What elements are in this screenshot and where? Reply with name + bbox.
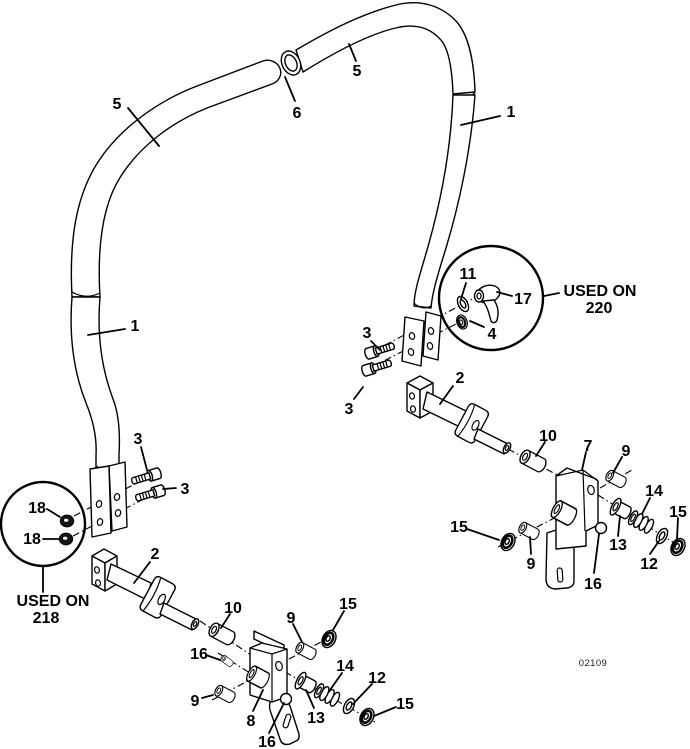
callout-7: 7 — [584, 438, 593, 455]
callout-1-right: 1 — [507, 104, 516, 121]
callout-9-left-lower: 9 — [191, 693, 200, 710]
callout-9-right-upper: 9 — [622, 443, 631, 460]
callout-16-left-bottom: 16 — [258, 734, 276, 749]
callout-15-left-lower: 15 — [396, 696, 414, 713]
callout-18-upper: 18 — [28, 500, 46, 517]
used-on-220-line2: 220 — [586, 300, 613, 317]
callout-12-right: 12 — [640, 556, 658, 573]
callout-3-right-bottom: 3 — [345, 401, 354, 418]
callout-labels: 5 6 5 1 1 3 3 2 11 17 4 10 7 9 14 15 15 … — [23, 63, 687, 749]
callout-15-right-inner: 15 — [450, 519, 468, 536]
callout-5-right: 5 — [353, 63, 362, 80]
right-leg-clevis — [401, 311, 442, 367]
left-leg-clevis — [89, 461, 128, 538]
callout-10-right: 10 — [539, 428, 557, 445]
used-on-218-line1: USED ON — [17, 593, 90, 610]
used-on-218-line2: 218 — [33, 610, 60, 627]
callout-3-left-side: 3 — [181, 481, 190, 498]
callout-17: 17 — [514, 291, 532, 308]
callout-10-left: 10 — [224, 600, 242, 617]
callout-16-left: 16 — [190, 646, 208, 663]
callout-18-lower: 18 — [23, 531, 41, 548]
callout-2-left: 2 — [151, 546, 160, 563]
detail-circle-220 — [437, 244, 545, 352]
callout-2-right: 2 — [456, 370, 465, 387]
callout-9-right-lower: 9 — [527, 556, 536, 573]
callout-3-right-top: 3 — [363, 325, 372, 342]
callout-1-left: 1 — [131, 318, 140, 335]
callout-6: 6 — [293, 105, 302, 122]
leader-used-on-220 — [543, 292, 560, 297]
callout-11: 11 — [460, 266, 477, 283]
part-6-ferrule — [280, 50, 302, 76]
notes: USED ON 220 USED ON 218 02109 — [17, 283, 637, 669]
callout-15-left-upper: 15 — [339, 596, 357, 613]
used-on-220-line1: USED ON — [564, 283, 637, 300]
callout-4: 4 — [488, 326, 497, 343]
callout-3-left-top: 3 — [134, 431, 143, 448]
part-17-knob — [473, 284, 501, 324]
callout-9-left-upper: 9 — [287, 610, 296, 627]
callout-12-left: 12 — [368, 670, 386, 687]
leader-lines — [42, 43, 679, 734]
part-2-right-axle — [406, 375, 512, 455]
callout-15-right-outer: 15 — [669, 504, 687, 521]
callout-14-left: 14 — [336, 658, 354, 675]
part-18-nut-lower — [58, 532, 74, 546]
callout-16-right: 16 — [584, 576, 602, 593]
callout-13-left: 13 — [307, 710, 325, 727]
part-1-right-leg — [413, 94, 476, 309]
callout-14-right: 14 — [645, 483, 663, 500]
drawing-number: 02109 — [579, 658, 607, 669]
part-5-left-tube — [70, 59, 282, 298]
callout-8: 8 — [247, 713, 256, 730]
part-7-bracket — [545, 467, 608, 590]
part-18-nut-upper — [59, 514, 75, 528]
part-2-left-axle — [91, 548, 200, 631]
callout-5-left: 5 — [113, 96, 122, 113]
callout-13-right: 13 — [609, 537, 627, 554]
